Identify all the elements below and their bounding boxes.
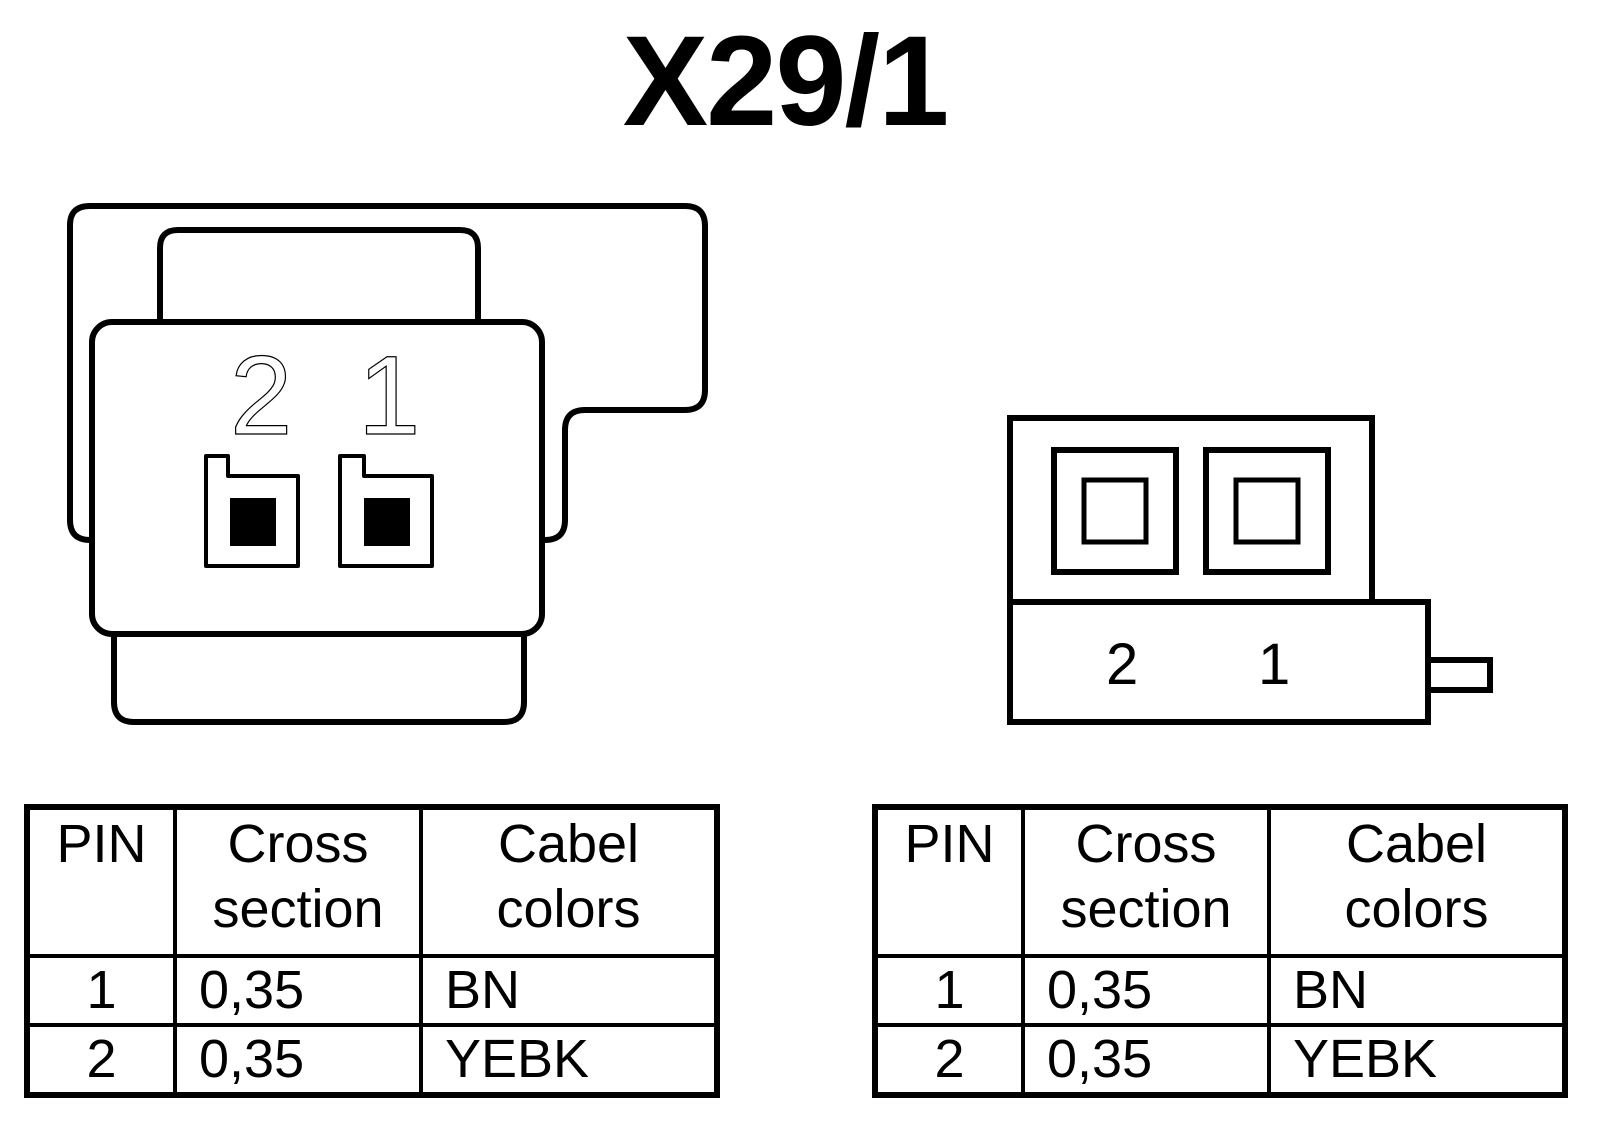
cell-pin: 1 xyxy=(873,954,1025,1027)
right-pin-label-1: 1 xyxy=(1258,632,1290,697)
table-row: 1 0,35 BN xyxy=(873,954,1567,1027)
left-connector-front-face xyxy=(89,319,545,637)
right-pin-label-2: 2 xyxy=(1106,632,1138,697)
right-pin-cavity-1 xyxy=(1203,447,1331,575)
header-pin: PIN xyxy=(25,805,177,958)
cell-cable-color: YEBK xyxy=(419,1022,719,1097)
table-row: 2 0,35 YEBK xyxy=(873,1022,1567,1097)
left-pin-label-2: 2 xyxy=(230,333,292,458)
right-connector-side-pin xyxy=(1425,657,1493,693)
cell-pin: 2 xyxy=(25,1022,177,1097)
cell-cable-color: BN xyxy=(1267,954,1567,1027)
left-pin-cavity-2 xyxy=(204,454,300,568)
header-pin: PIN xyxy=(873,805,1025,958)
left-connector xyxy=(67,203,708,725)
left-pin-label-1: 1 xyxy=(358,333,420,458)
cell-cross-section: 0,35 xyxy=(173,954,423,1027)
connector-title: X29/1 xyxy=(622,10,950,153)
left-pin-cavity-1 xyxy=(338,454,434,568)
table-row: 2 0,35 YEBK xyxy=(25,1022,719,1097)
cell-cable-color: BN xyxy=(419,954,719,1027)
cell-pin: 2 xyxy=(873,1022,1025,1097)
cell-cross-section: 0,35 xyxy=(1021,1022,1271,1097)
right-connector-body-bottom xyxy=(1007,599,1431,725)
connector-drawings: 2 1 2 1 xyxy=(67,203,1493,725)
cell-pin: 1 xyxy=(25,954,177,1027)
right-pin-cavity-2 xyxy=(1051,447,1179,575)
cell-cable-color: YEBK xyxy=(1267,1022,1567,1097)
left-connector-bottom-tab xyxy=(111,620,527,725)
cell-cross-section: 0,35 xyxy=(1021,954,1271,1027)
left-connector-latch xyxy=(157,227,481,330)
table-row: 1 0,35 BN xyxy=(25,954,719,1027)
right-connector xyxy=(1007,415,1493,725)
cell-cross-section: 0,35 xyxy=(173,1022,423,1097)
